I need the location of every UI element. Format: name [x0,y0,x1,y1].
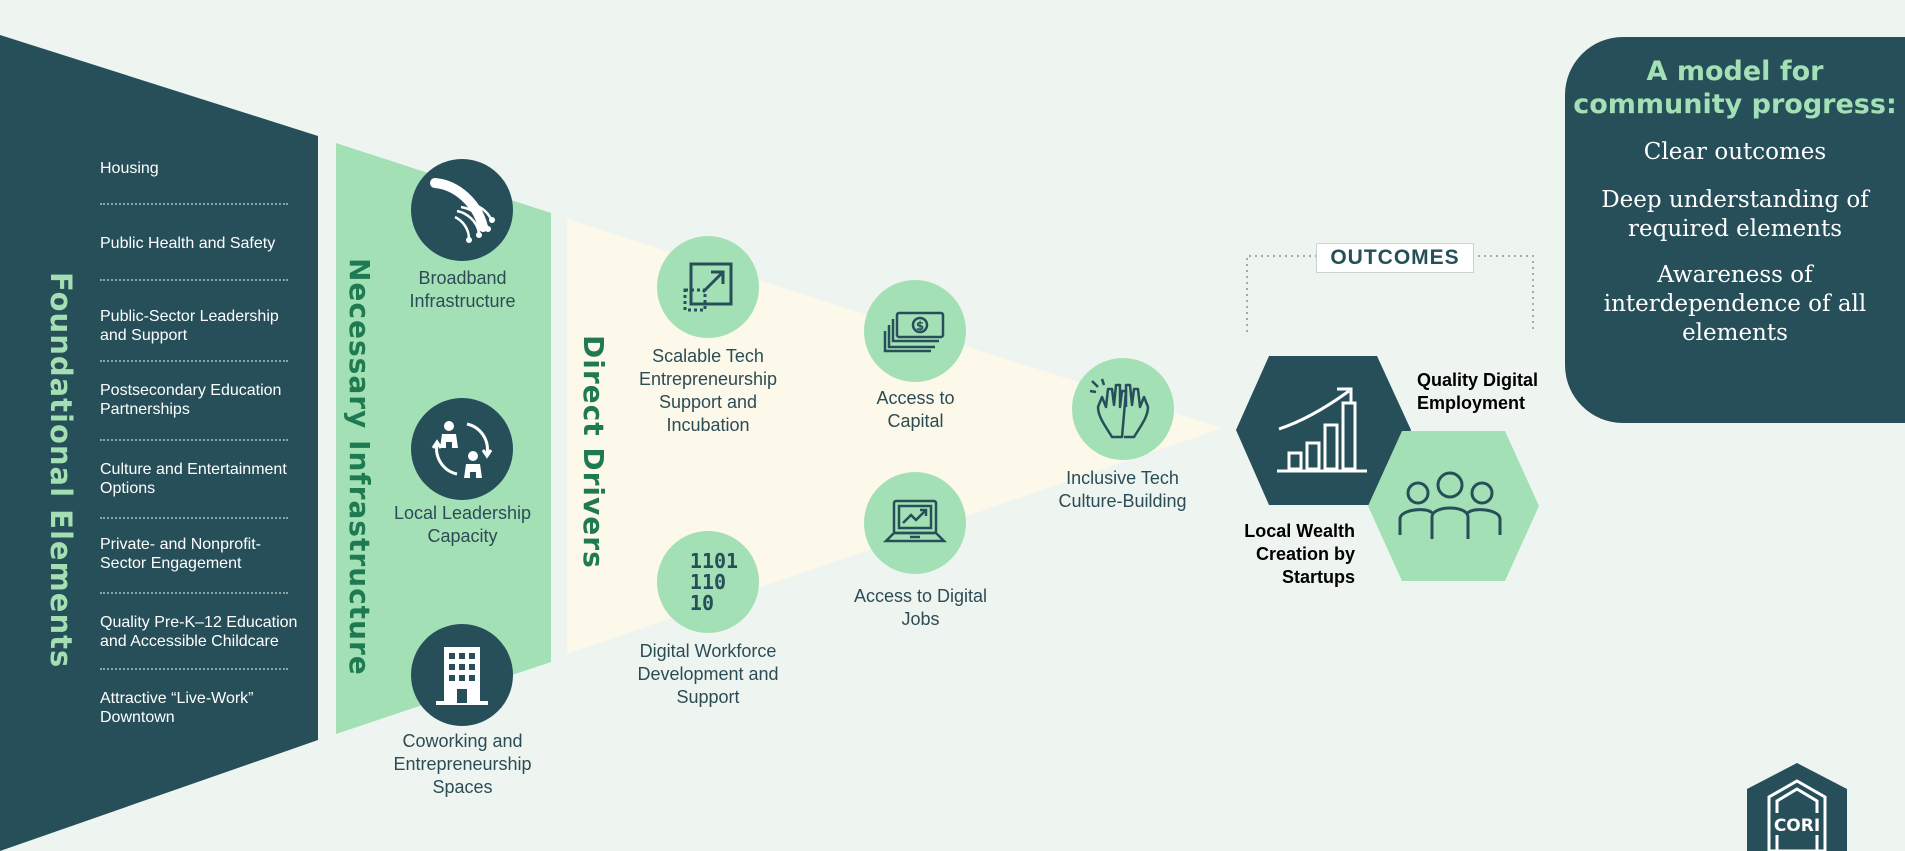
divider [100,203,288,205]
leadership-label: Local Leadership Capacity [393,503,532,546]
svg-text:$: $ [916,319,924,333]
broadband-label: Broadband Infrastructure [409,268,516,311]
necessary-infrastructure-title: Necessary Infrastructure [343,258,376,676]
culture-building-label: Inclusive Tech Culture-Building [1058,468,1187,511]
workforce-label: Digital Workforce Development and Suppor… [637,641,779,707]
foundational-trapezoid [0,35,318,851]
fiber-optic-icon [430,178,495,243]
cori-logo: CORI [1747,763,1847,851]
binary-line: 110 [689,569,727,594]
foundational-item-public-health: Public Health and Safety [100,235,276,252]
model-point-outcomes: Clear outcomes [1643,139,1827,165]
foundational-item-housing: Housing [100,160,159,177]
growth-chart-icon [1277,387,1367,473]
tech-entrepreneurship-circle [657,236,759,338]
local-wealth-label: Local Wealth Creation by Startups [1244,521,1355,587]
binary-line: 1101 [689,548,739,573]
people-group-icon [1398,471,1502,539]
laptop-icon [882,499,948,543]
divider [100,360,288,362]
foundational-item-private-sector: Private- and Nonprofit-Sector Engagement [100,536,261,572]
scale-up-icon [683,262,733,312]
foundational-item-postsecondary: Postsecondary Education Partnerships [100,382,282,418]
quality-digital-employment-label: Quality Digital Employment [1417,370,1539,413]
divider [100,668,288,670]
coworking-label: Coworking and Entrepreneurship Spaces [393,731,532,797]
capital-label: Access to Capital [876,388,955,431]
foundational-item-downtown: Attractive “Live-Work” Downtown [100,690,254,726]
divider [100,439,288,441]
money-stack-icon: $ [883,311,945,353]
tech-entrepreneurship-label: Scalable Tech Entrepreneurship Support a… [638,346,778,435]
binary-code-icon: 1101 110 10 [689,548,739,615]
building-icon [436,647,488,705]
foundational-item-education: Quality Pre-K–12 Education and Accessibl… [100,614,298,650]
model-title: A model for community progress: [1573,56,1897,120]
direct-drivers-title: Direct Drivers [577,335,610,569]
logo-text: CORI [1774,816,1820,836]
digital-jobs-label: Access to Digital Jobs [853,586,988,629]
high-five-icon [1089,378,1150,439]
outcomes-label: OUTCOMES [1316,243,1474,273]
divider [100,517,288,519]
leadership-cycle-icon [431,421,493,478]
workforce-circle: 1101 110 10 [657,531,759,633]
outcomes-bracket [1246,255,1534,332]
foundational-item-culture: Culture and Entertainment Options [100,461,287,497]
outcome-hexagon-light [1368,431,1539,581]
digital-jobs-circle [864,472,966,574]
divider [100,279,288,281]
broadband-circle [411,159,513,261]
model-point-understanding: Deep understanding of required elements [1601,187,1869,242]
foundational-title: Foundational Elements [44,272,78,669]
binary-line: 10 [689,590,714,615]
model-panel: A model for community progress: Clear ou… [1565,37,1905,423]
culture-building-circle [1072,358,1174,460]
foundational-item-public-sector: Public-Sector Leadership and Support [100,308,279,344]
leadership-circle [411,398,513,500]
model-point-interdependence: Awareness of interdependence of all elem… [1603,262,1867,346]
divider [100,592,288,594]
capital-circle: $ [864,280,966,382]
coworking-circle [411,624,513,726]
